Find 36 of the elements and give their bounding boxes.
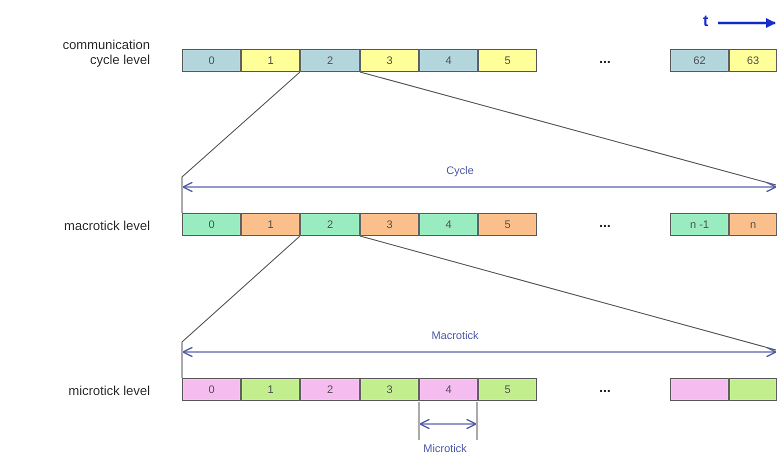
dimension-label: Cycle <box>445 165 475 177</box>
time-slot-cell: 1 <box>241 378 300 401</box>
dimension-label: Macrotick <box>430 330 480 342</box>
time-slot-cell: 5 <box>478 213 537 236</box>
time-slot-cell: 3 <box>360 49 419 72</box>
dimension-label: Microtick <box>422 443 468 455</box>
time-slot-cell: n <box>729 213 777 236</box>
time-slot-cell: 0 <box>182 49 241 72</box>
row-label: macrotick level <box>63 218 150 233</box>
time-slot-cell: n -1 <box>670 213 729 236</box>
ellipsis: ... <box>598 379 612 395</box>
time-slot-cell: 2 <box>300 378 360 401</box>
time-slot-cell: 1 <box>241 213 300 236</box>
zoom-line <box>360 236 776 350</box>
row-label: communication cycle level <box>62 37 150 67</box>
row-label: microtick level <box>67 383 150 398</box>
time-slot-cell: 2 <box>300 49 360 72</box>
time-slot-cell: 3 <box>360 213 419 236</box>
zoom-line <box>182 236 300 378</box>
ellipsis: ... <box>598 214 612 230</box>
time-slot-cell: 4 <box>419 378 478 401</box>
ellipsis: ... <box>598 50 612 66</box>
time-slot-cell: 62 <box>670 49 729 72</box>
time-slot-cell: 4 <box>419 49 478 72</box>
time-slot-cell: 5 <box>478 378 537 401</box>
time-slot-cell: 2 <box>300 213 360 236</box>
time-slot-cell: 1 <box>241 49 300 72</box>
time-slot-cell: 63 <box>729 49 777 72</box>
zoom-line <box>360 72 776 186</box>
zoom-line <box>182 72 300 214</box>
time-slot-cell: 0 <box>182 213 241 236</box>
time-slot-cell: 0 <box>182 378 241 401</box>
time-symbol: t <box>703 13 710 31</box>
time-slot-cell: 5 <box>478 49 537 72</box>
time-slot-cell: 3 <box>360 378 419 401</box>
time-slot-cell: 4 <box>419 213 478 236</box>
